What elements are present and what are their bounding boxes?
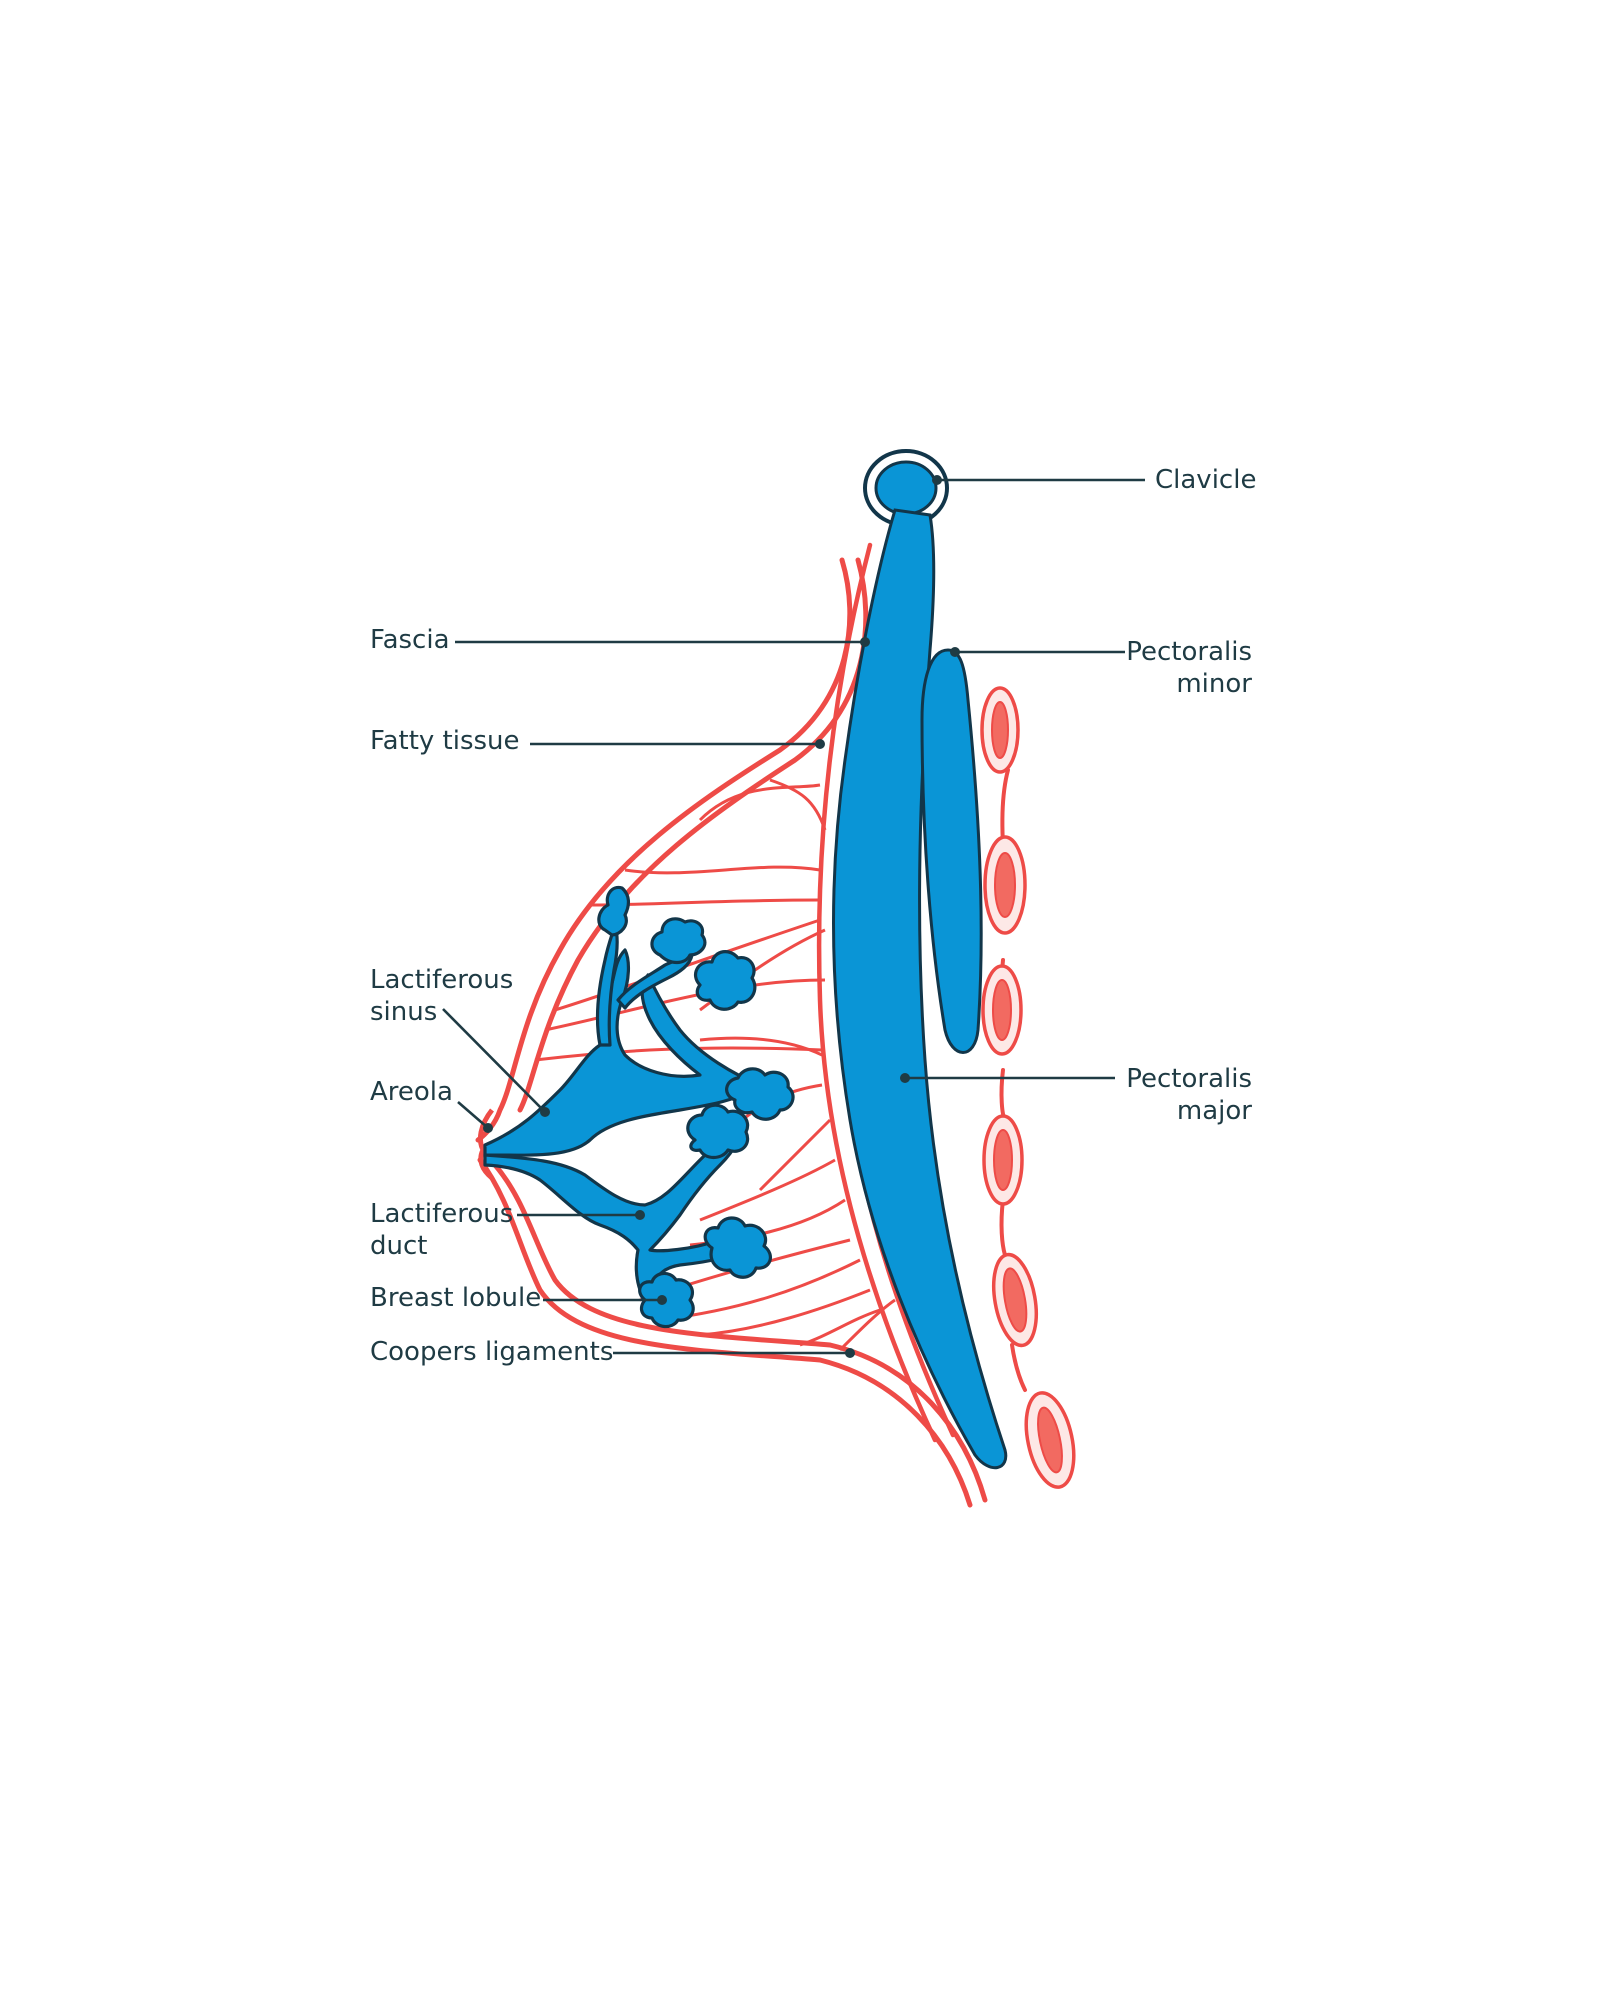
label-areola: Areola <box>370 1077 453 1107</box>
breast-lobule-6 <box>703 1216 773 1279</box>
label-pectoralis-major-1: Pectoralis <box>1126 1064 1252 1094</box>
leader-lines <box>442 475 1145 1358</box>
label-clavicle: Clavicle <box>1155 465 1256 495</box>
label-fascia: Fascia <box>370 625 450 655</box>
label-breast-lobule: Breast lobule <box>370 1283 541 1313</box>
label-pectoralis-minor-1: Pectoralis <box>1126 637 1252 667</box>
breast-lobule-4 <box>725 1067 795 1121</box>
label-fatty-tissue: Fatty tissue <box>370 726 520 756</box>
label-lactiferous-duct-1: Lactiferous <box>370 1199 513 1229</box>
label-lactiferous-duct-2: duct <box>370 1231 427 1261</box>
breast-lobule-1 <box>597 885 630 937</box>
label-pectoralis-major-2: major <box>1177 1096 1252 1126</box>
labels: Clavicle Fascia Fatty tissue Pectoralis … <box>370 465 1256 1367</box>
label-lactiferous-sinus-1: Lactiferous <box>370 965 513 995</box>
coopers-ligaments <box>534 778 896 1352</box>
breast-lobule-5 <box>686 1103 750 1160</box>
label-lactiferous-sinus-2: sinus <box>370 997 437 1027</box>
pectoralis-minor <box>920 648 983 1054</box>
breast-lobule-3 <box>694 950 757 1011</box>
label-pectoralis-minor-2: minor <box>1176 669 1252 699</box>
ductal-system <box>477 885 795 1329</box>
breast-lobule-2 <box>650 917 707 965</box>
rib-chain <box>980 686 1076 1489</box>
label-coopers-ligaments: Coopers ligaments <box>370 1337 613 1367</box>
clavicle <box>863 449 949 527</box>
